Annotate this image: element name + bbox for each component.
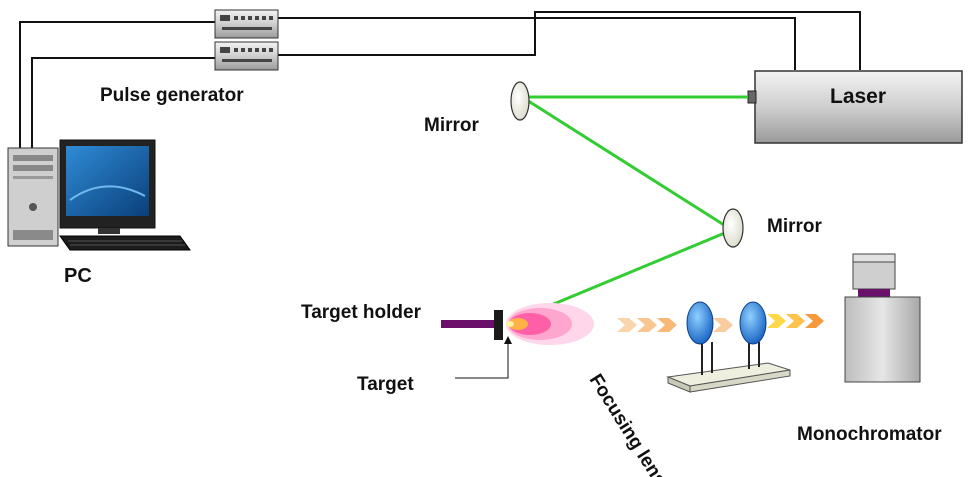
cable-pulse-generator-to-laser-b xyxy=(278,11,861,70)
cable-pc-to-pulse-generator-top xyxy=(19,21,215,150)
lens-icon xyxy=(666,301,791,393)
laser-beam xyxy=(507,95,748,325)
mirror-right-icon xyxy=(722,208,744,248)
cable-pulse-generator-to-laser-a xyxy=(278,17,796,70)
cables xyxy=(19,11,861,150)
target-holder-icon xyxy=(441,310,503,340)
laser-icon xyxy=(747,70,963,144)
target-label: Target xyxy=(357,374,414,395)
monochromator-label: Monochromator xyxy=(797,424,942,445)
mirror-right-label: Mirror xyxy=(767,216,823,237)
mirror-top-icon xyxy=(510,81,530,121)
pulse-generator-icon xyxy=(214,9,279,71)
focusing-lens-label: Focusing lens xyxy=(585,371,671,477)
pc-icon xyxy=(7,139,191,251)
target-holder-label: Target holder xyxy=(301,302,422,323)
emission-arrows xyxy=(617,314,824,332)
target-pointer xyxy=(455,336,512,379)
laser-label: Laser xyxy=(830,85,886,108)
monochromator-icon xyxy=(844,253,921,383)
mirror-top-label: Mirror xyxy=(424,115,480,136)
plasma-plume-icon xyxy=(506,303,594,345)
pc-label: PC xyxy=(64,265,92,287)
cable-pc-to-pulse-generator-bottom xyxy=(31,57,215,150)
pulse-generator-label: Pulse generator xyxy=(100,85,244,106)
